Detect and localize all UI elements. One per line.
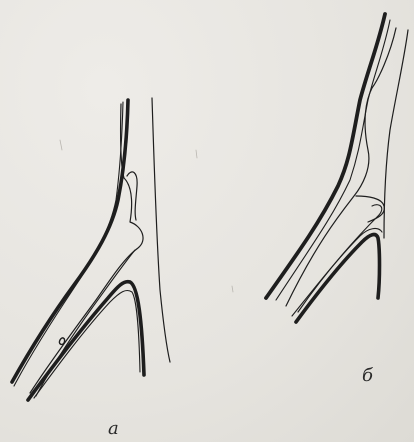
panel-b-drawing <box>266 14 408 322</box>
panel-b-label: б <box>362 365 373 386</box>
panel-b-outer-wall <box>266 14 385 298</box>
panel-b-junction <box>356 196 384 222</box>
panel-a-label: а <box>108 418 119 439</box>
panel-a-drawing <box>12 98 170 400</box>
panel-b-trunk-right-wall <box>384 30 408 238</box>
panel-a-trunk-right-wall <box>152 98 170 362</box>
panel-a-sac <box>127 172 137 220</box>
panel-b-lower-wall <box>296 235 380 322</box>
panel-a-lower-inner <box>34 290 140 398</box>
panel-a-mark <box>59 338 64 345</box>
